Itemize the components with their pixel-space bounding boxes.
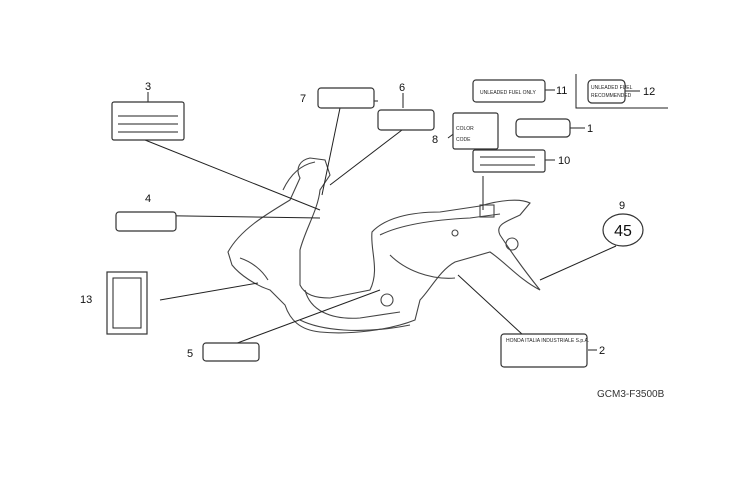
label-1-shape xyxy=(515,118,571,138)
label-11-shape xyxy=(472,79,546,103)
label-12-shape xyxy=(587,79,626,104)
callout-12: 12 xyxy=(643,86,655,98)
speed-text: 45 xyxy=(614,223,632,240)
leader-lines xyxy=(119,74,668,351)
callout-8: 8 xyxy=(432,134,438,146)
callout-4: 4 xyxy=(145,193,151,205)
unleaded-only-text: UNLEADED FUEL ONLY xyxy=(480,90,537,96)
callout-3: 3 xyxy=(145,81,151,93)
label-13-shape xyxy=(106,271,148,335)
scooter-body xyxy=(227,157,541,334)
speed-label-shape xyxy=(602,213,644,247)
label-3-shape xyxy=(111,101,185,141)
unleaded-recommended-text-1: UNLEADED FUEL xyxy=(591,85,633,91)
callout-1: 1 xyxy=(587,123,593,135)
label-5-shape xyxy=(202,342,260,362)
label-2-shape xyxy=(500,333,588,368)
diagram-code: GCM3-F3500B xyxy=(597,389,665,400)
callout-2: 2 xyxy=(599,345,605,357)
code-text: CODE xyxy=(456,137,471,143)
callout-11: 11 xyxy=(556,85,567,97)
label-6-shape xyxy=(377,109,435,131)
callout-10: 10 xyxy=(558,155,570,167)
label-4-shape xyxy=(115,211,177,232)
label-8-shape xyxy=(452,112,499,150)
manufacturer-text: HONDA ITALIA INDUSTRIALE S.p.A. xyxy=(506,338,589,344)
label-10-shape xyxy=(472,149,546,173)
callout-5: 5 xyxy=(187,348,193,360)
callout-7: 7 xyxy=(300,93,306,105)
unleaded-recommended-text-2: RECOMMENDED xyxy=(591,93,632,99)
color-text: COLOR xyxy=(456,126,474,132)
callout-9: 9 xyxy=(619,200,625,212)
callout-13: 13 xyxy=(80,294,92,306)
label-7-shape xyxy=(317,87,375,109)
callout-6: 6 xyxy=(399,82,405,94)
